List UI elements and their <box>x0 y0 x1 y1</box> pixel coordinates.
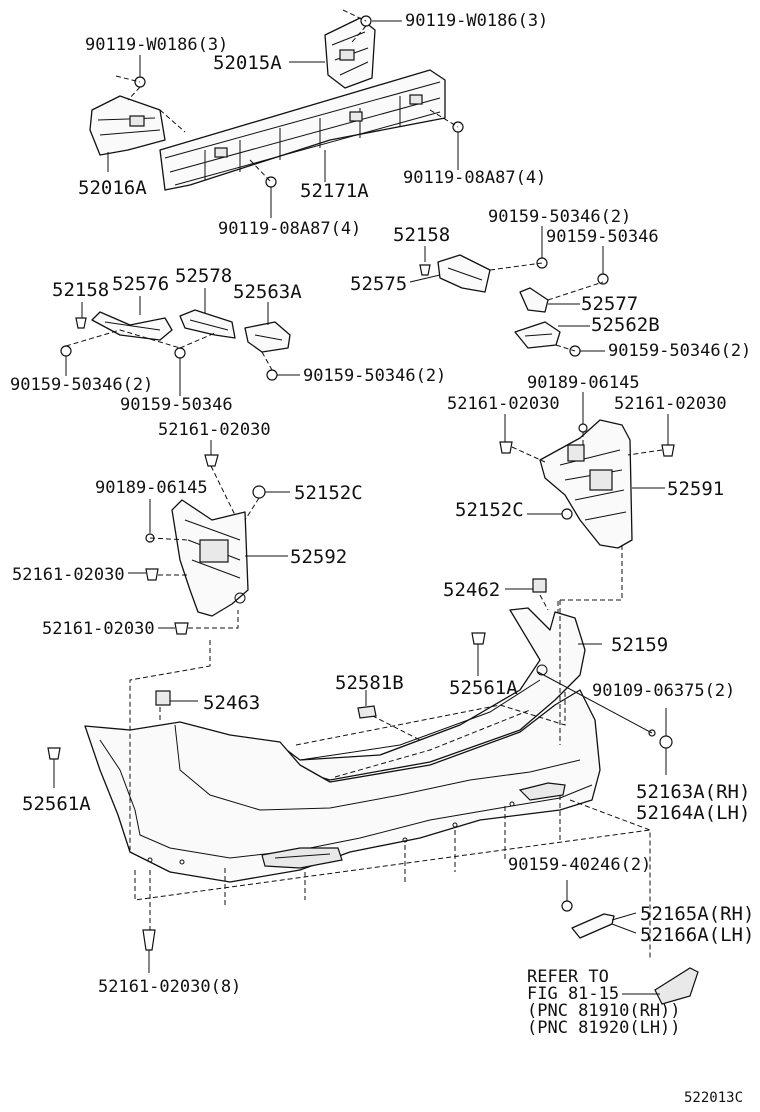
clip-icon <box>204 454 219 467</box>
label-52562B[interactable]: 52562B <box>591 314 660 336</box>
label-52161-02030-right-a: 52161-02030 <box>447 394 560 414</box>
figure-code: 522013C <box>684 1090 743 1106</box>
label-52161-02030-low-left: 52161-02030 <box>42 619 155 639</box>
clip-icon <box>661 444 675 457</box>
label-52161-02030-mid-left: 52161-02030 <box>12 565 125 585</box>
bracket-52016A[interactable] <box>89 95 166 156</box>
label-52575[interactable]: 52575 <box>350 273 407 295</box>
bracket-52578[interactable] <box>179 309 236 339</box>
clip-icon <box>47 747 61 760</box>
label-52165A[interactable]: 52165A(RH) <box>640 903 754 925</box>
reflector-bracket[interactable] <box>571 913 615 939</box>
upper-retainer-52159[interactable] <box>279 607 586 781</box>
label-90159-50346-2-left: 90159-50346(2) <box>10 375 153 395</box>
label-52578[interactable]: 52578 <box>175 265 232 287</box>
label-52158-left[interactable]: 52158 <box>52 279 109 301</box>
label-52581B[interactable]: 52581B <box>335 672 404 694</box>
clip-icon <box>75 317 87 329</box>
pin-icon <box>142 929 156 951</box>
label-90159-50346-2-right-mid: 90159-50346(2) <box>608 341 751 361</box>
label-90109-06375: 90109-06375(2) <box>592 681 735 701</box>
label-52171A[interactable]: 52171A <box>300 180 369 202</box>
bumper-cover[interactable] <box>84 689 601 883</box>
label-52161-02030-right-b: 52161-02030 <box>614 394 727 414</box>
pad-icon <box>532 578 547 593</box>
label-90119-08a87-right: 90119-08A87(4) <box>403 168 546 188</box>
screw-icon <box>578 423 588 433</box>
left-bracket-group <box>60 288 300 396</box>
label-90159-50346-2-center: 90159-50346(2) <box>303 366 446 386</box>
reference-note-line3: (PNC 81910(RH)) <box>527 1001 681 1021</box>
label-52152C-right[interactable]: 52152C <box>455 499 524 521</box>
reference-note-line4: (PNC 81920(LH)) <box>527 1018 681 1038</box>
label-90119-w0186-left: 90119-W0186(3) <box>85 35 228 55</box>
side-bracket-left-group <box>128 440 290 635</box>
label-52159[interactable]: 52159 <box>611 634 668 656</box>
label-52161-02030-top-left: 52161-02030 <box>158 420 271 440</box>
label-52462[interactable]: 52462 <box>443 579 500 601</box>
reflector-group <box>571 912 699 1005</box>
bumper-cover-group <box>47 578 673 973</box>
label-90119-w0186-right: 90119-W0186(3) <box>405 11 548 31</box>
label-52561A-left[interactable]: 52561A <box>22 793 91 815</box>
label-52166A[interactable]: 52166A(LH) <box>640 924 754 946</box>
reference-note-line1: REFER TO <box>527 967 609 987</box>
clip-icon <box>499 441 513 454</box>
screw-icon <box>266 369 278 381</box>
label-52163A[interactable]: 52163A(RH) <box>636 781 750 803</box>
nut-icon <box>252 485 266 499</box>
label-52592[interactable]: 52592 <box>290 546 347 568</box>
screw-icon <box>561 900 573 912</box>
label-90159-50346-right: 90159-50346 <box>546 227 659 247</box>
part-labels: 90119-W0186(3) 90119-W0186(3) 52015A 520… <box>10 11 754 1106</box>
label-90159-50346-left: 90159-50346 <box>120 395 233 415</box>
pad-icon <box>357 705 377 719</box>
label-90189-06145-left: 90189-06145 <box>95 478 208 498</box>
label-52152C-left[interactable]: 52152C <box>294 482 363 504</box>
right-bracket-group <box>409 226 609 357</box>
bumper-reinforcement-group <box>89 9 464 218</box>
nut-icon <box>561 508 573 520</box>
reflector-lamp[interactable] <box>654 967 699 1005</box>
clip-icon <box>174 622 189 635</box>
label-52016A[interactable]: 52016A <box>78 177 147 199</box>
clip-icon <box>145 568 159 581</box>
label-52164A[interactable]: 52164A(LH) <box>636 802 750 824</box>
label-90189-06145-right: 90189-06145 <box>527 373 640 393</box>
clip-icon <box>419 264 431 276</box>
label-52563A[interactable]: 52563A <box>233 281 302 303</box>
label-90119-08a87-left: 90119-08A87(4) <box>218 219 361 239</box>
label-52577[interactable]: 52577 <box>581 293 638 315</box>
label-52158-right[interactable]: 52158 <box>393 224 450 246</box>
screw-icon <box>60 345 72 357</box>
label-52015A[interactable]: 52015A <box>213 52 282 74</box>
side-retainer-52591[interactable] <box>539 419 633 549</box>
label-52576[interactable]: 52576 <box>112 273 169 295</box>
pad-icon <box>155 690 171 706</box>
label-52561A-center[interactable]: 52561A <box>449 677 518 699</box>
label-52161-02030-bottom: 52161-02030(8) <box>98 977 241 997</box>
label-90159-40246: 90159-40246(2) <box>508 855 651 875</box>
nut-icon <box>659 735 673 749</box>
label-52463[interactable]: 52463 <box>203 692 260 714</box>
screw-icon <box>174 347 186 359</box>
bracket-52577[interactable] <box>519 287 549 313</box>
label-52591[interactable]: 52591 <box>667 478 724 500</box>
label-90159-50346-2-right-top: 90159-50346(2) <box>488 207 631 227</box>
reference-note-line2[interactable]: FIG 81-15 <box>527 984 619 1004</box>
clip-icon <box>471 632 486 645</box>
side-bracket-right-group <box>499 392 675 620</box>
